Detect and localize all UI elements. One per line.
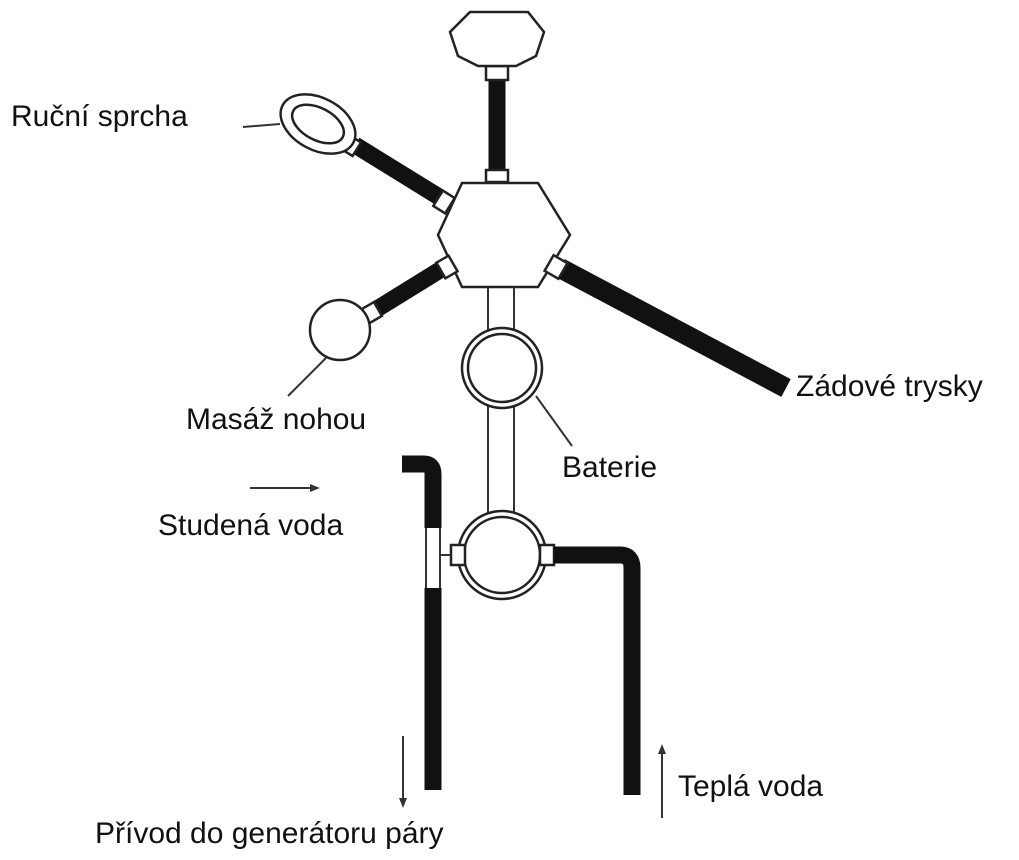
label-steam-generator-supply: Přívod do generátoru páry — [95, 817, 444, 850]
label-hand-shower: Ruční sprcha — [11, 100, 188, 133]
top-nozzle — [448, 10, 546, 184]
hand-shower — [242, 93, 457, 216]
foot-massage — [287, 253, 460, 397]
cold-water-pipe — [402, 455, 451, 790]
label-mixer: Baterie — [562, 451, 658, 484]
label-back-jets: Zádové trysky — [796, 370, 983, 403]
label-foot-massage: Masáž nohou — [186, 403, 367, 436]
distributor-hub — [436, 181, 572, 289]
mixer-ring-upper — [460, 326, 573, 447]
label-cold-water: Studená voda — [158, 509, 344, 542]
mixer-body — [449, 509, 556, 601]
cold-water-arrow — [250, 484, 320, 492]
warm-water-pipe — [554, 546, 641, 795]
steam-supply-arrow — [399, 736, 407, 808]
label-warm-water: Teplá voda — [678, 770, 824, 803]
warm-water-arrow — [658, 744, 666, 818]
back-jets — [542, 253, 791, 397]
